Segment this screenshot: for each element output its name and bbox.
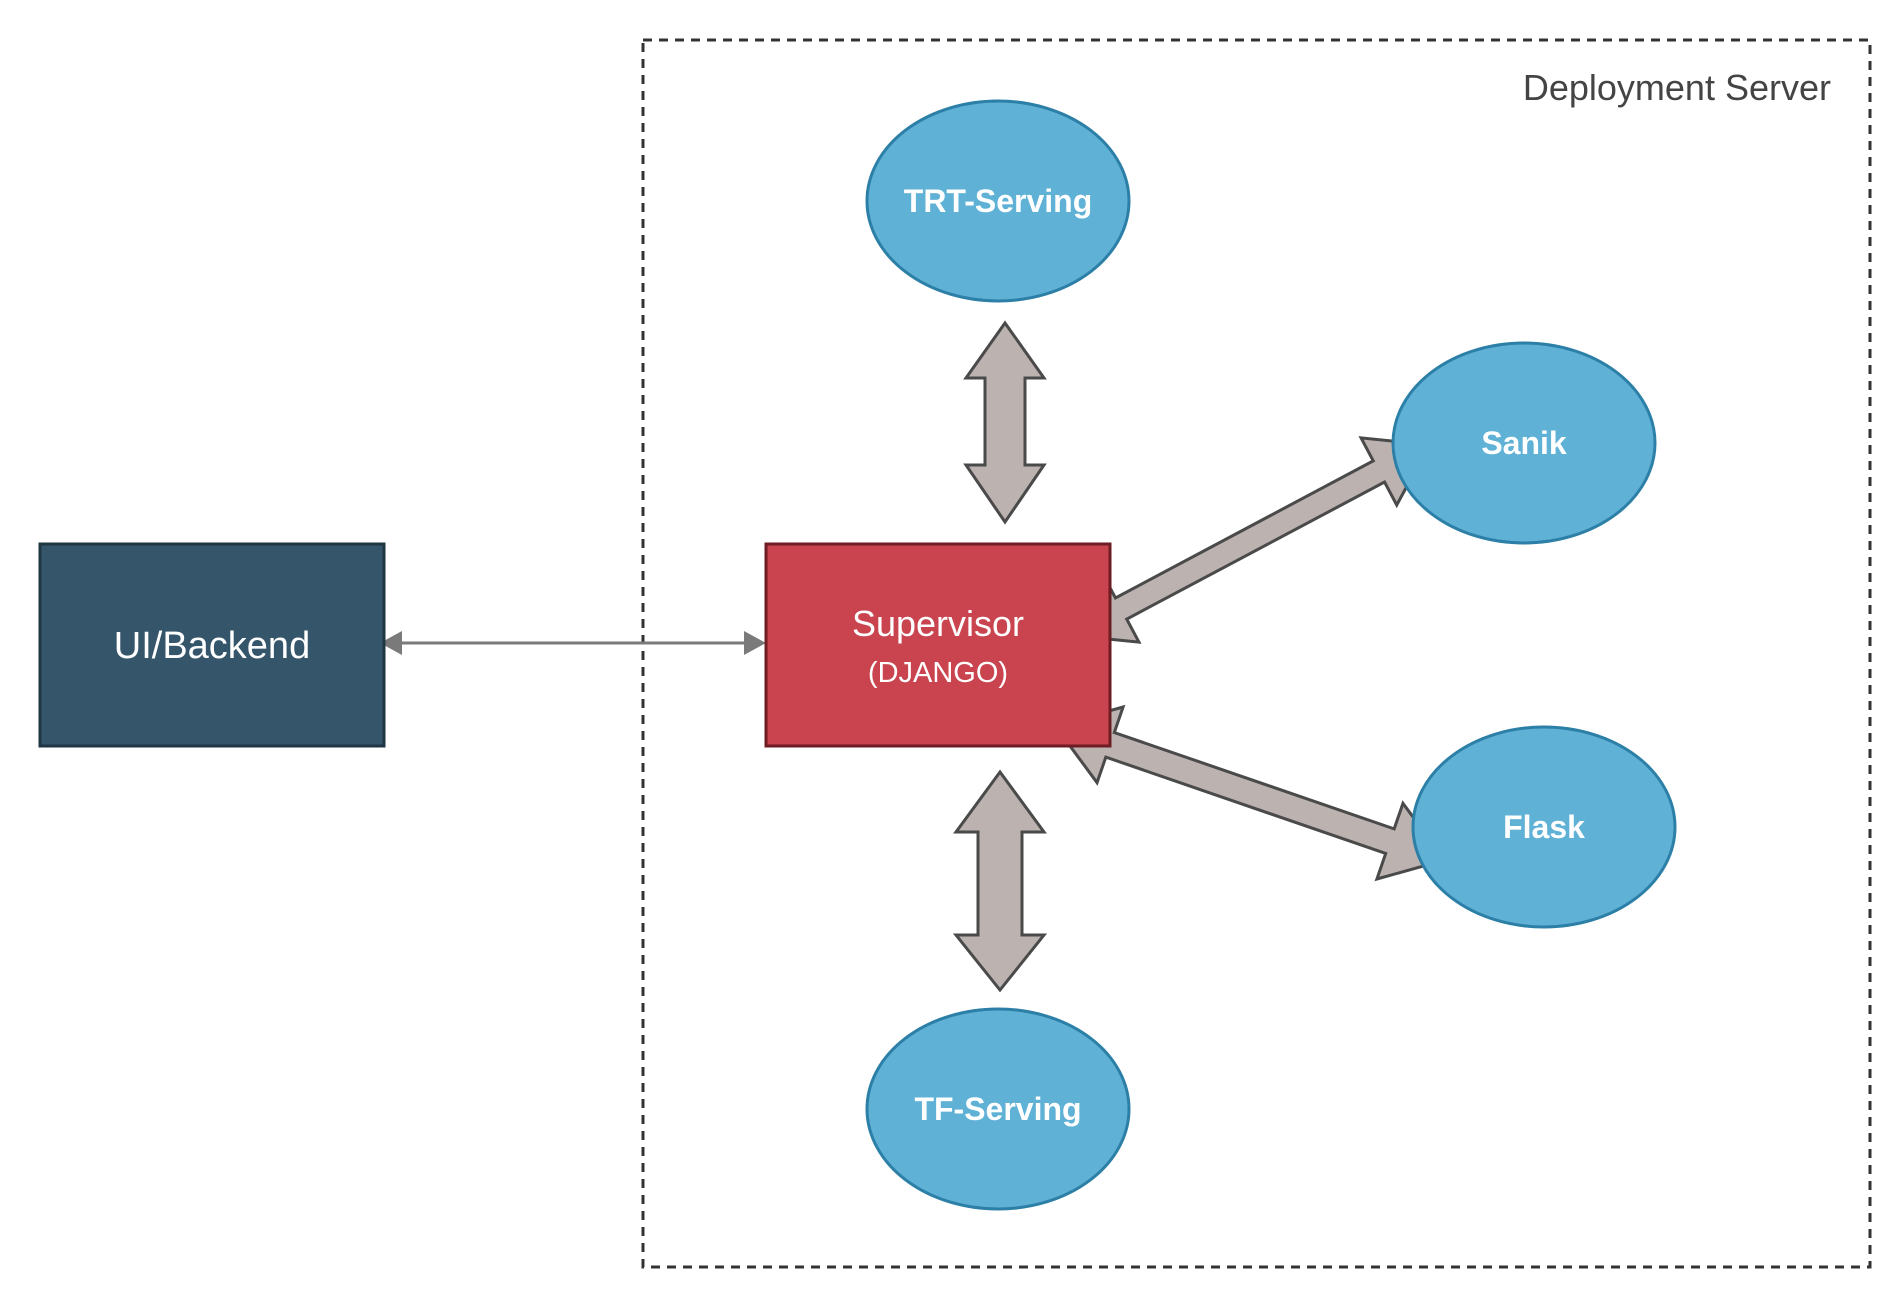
ui-backend-node[interactable]: UI/Backend (38, 542, 386, 748)
supervisor-label: Supervisor (852, 603, 1024, 644)
tf-serving-ellipse (865, 1007, 1131, 1211)
sanik-label: Sanik (1481, 425, 1567, 461)
supervisor-node[interactable]: Supervisor (DJANGO) (764, 542, 1112, 748)
trt-serving-label: TRT-Serving (904, 183, 1092, 219)
tf-serving-label: TF-Serving (914, 1091, 1081, 1127)
ui-backend-box (38, 542, 386, 748)
trt-serving-node[interactable]: TRT-Serving (865, 99, 1131, 303)
deployment-server-border (641, 38, 1872, 1269)
connector-arrowhead-right (744, 631, 766, 655)
sanik-ellipse (1391, 341, 1657, 545)
flask-label: Flask (1503, 809, 1585, 845)
supervisor-box (764, 542, 1112, 748)
trt-serving-ellipse (865, 99, 1131, 303)
tf-serving-node[interactable]: TF-Serving (865, 1007, 1131, 1211)
block-arrow-supervisor-trt-serving (963, 320, 1047, 525)
supervisor-sublabel: (DJANGO) (868, 657, 1008, 689)
block-arrow-supervisor-tf-serving (952, 769, 1048, 993)
deployment-server-label: Deployment Server (1523, 67, 1831, 108)
ui-supervisor-connector (380, 631, 766, 655)
deployment-server-container: Deployment Server (641, 38, 1872, 1269)
block-arrow-supervisor-sanik (1068, 436, 1432, 644)
flask-ellipse (1411, 725, 1677, 929)
ui-backend-label: UI/Backend (114, 625, 310, 667)
flask-node[interactable]: Flask (1411, 725, 1677, 929)
sanik-node[interactable]: Sanik (1391, 341, 1657, 545)
connector-arrowhead-left (380, 631, 402, 655)
